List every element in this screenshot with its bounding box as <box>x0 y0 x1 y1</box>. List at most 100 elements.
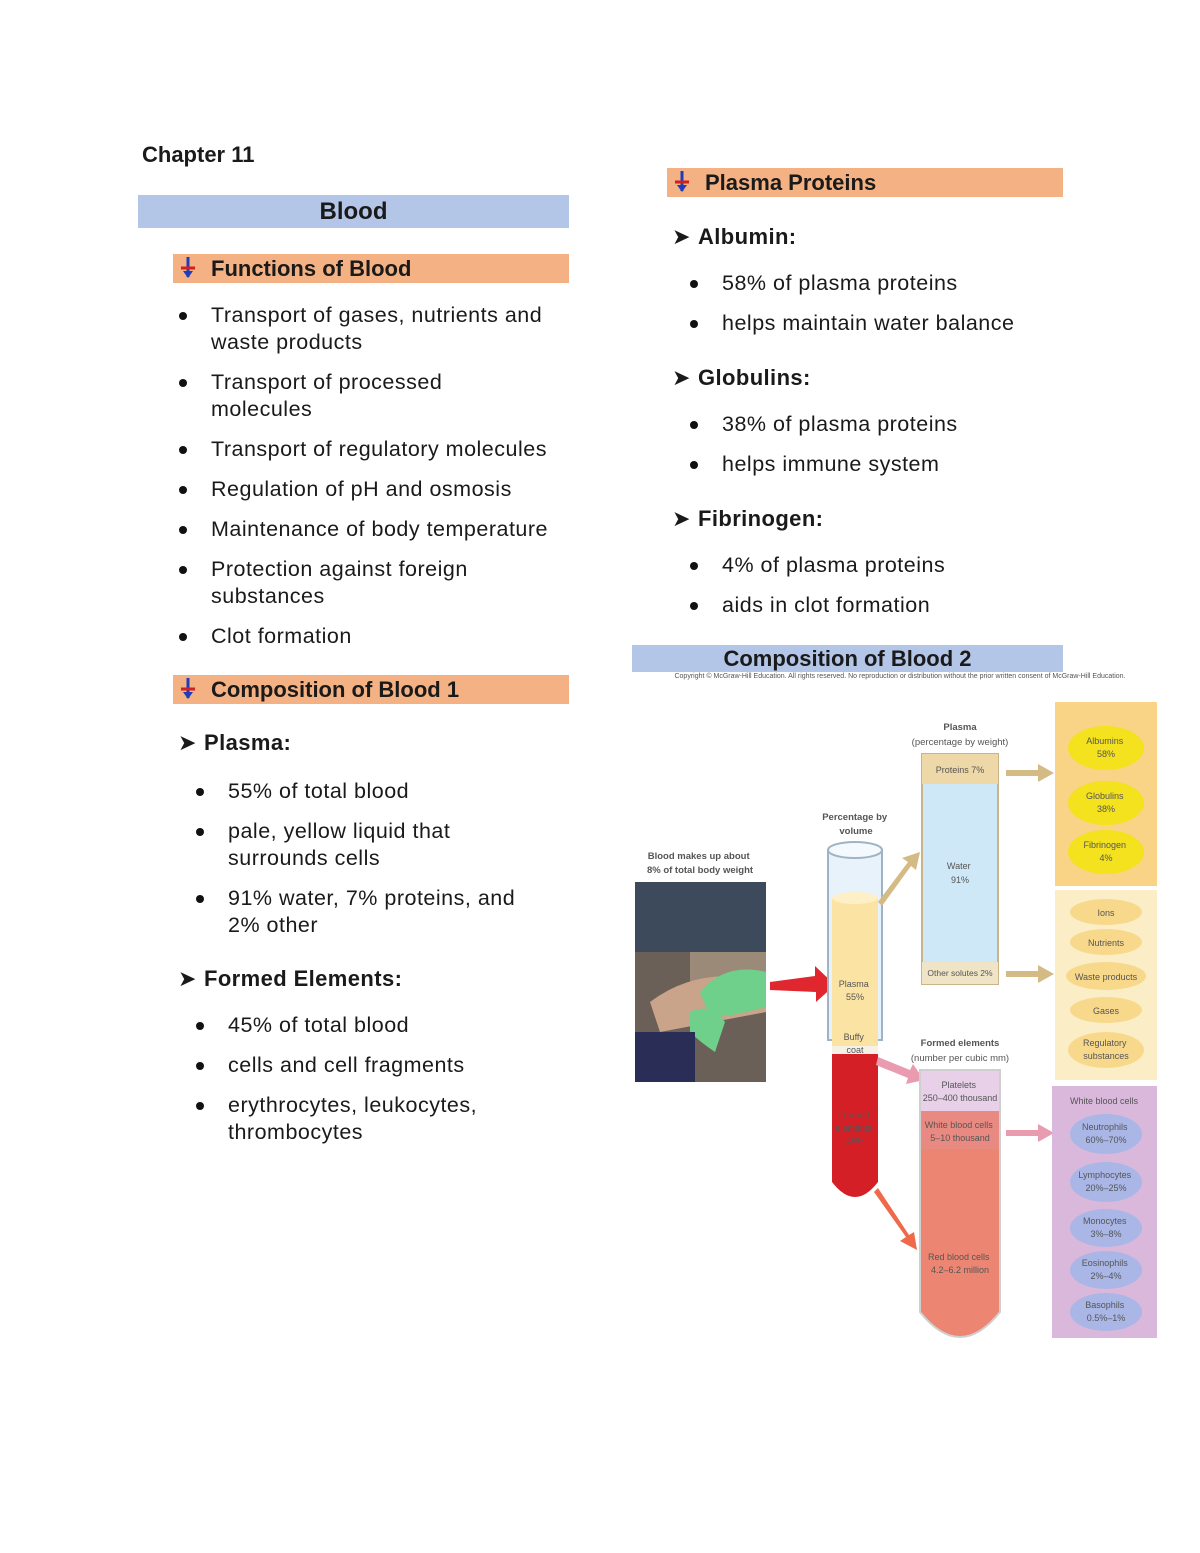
svg-text:Buffy coat: Buffy coat <box>844 1032 867 1055</box>
arrow-to-proteins <box>1006 764 1054 782</box>
chapter-title: Chapter 11 <box>142 142 255 167</box>
svg-text:Blood makes up about 8% of: Blood makes up about 8% of total body we… <box>647 851 754 876</box>
list-item: Clot formation <box>179 623 571 650</box>
list-item: 38% of plasma proteins <box>690 411 1052 438</box>
proteins-box <box>1055 702 1157 886</box>
list-item: pale, yellow liquid that surrounds cells <box>196 818 478 872</box>
solutes-box <box>1055 890 1157 1080</box>
arrow-tube-to-plasma <box>878 852 920 906</box>
blood-composition-figure: Copyright © McGraw-Hill Education. All r… <box>635 672 1157 1338</box>
plasma-water-label: Water <box>947 861 971 871</box>
composition1-heading: Composition of Blood 1 <box>173 675 569 704</box>
arrow-bullet-icon: ➤ <box>672 506 691 531</box>
fibrinogen-list: 4% of plasma proteins aids in clot forma… <box>690 552 1052 619</box>
tube-formed-label: Formed <box>838 1110 869 1120</box>
svg-text:Neutrophils 60%–70%: Neutrophils 60%–70% <box>1082 1122 1130 1145</box>
svg-text:Basophils 0.5%–1%: Basophils 0.5%–1% <box>1085 1300 1127 1323</box>
eosinophils-pct: 2%–4% <box>1090 1271 1121 1281</box>
list-item: 58% of plasma proteins <box>690 270 1052 297</box>
rbc-label: Red blood cells <box>928 1252 990 1262</box>
arrow-bullet-icon: ➤ <box>672 365 691 390</box>
svg-text:Regulatory substances: Regulatory substances <box>1083 1038 1129 1061</box>
arrow-bullet-icon: ➤ <box>178 966 197 991</box>
eosinophils-label: Eosinophils <box>1082 1258 1129 1268</box>
globulins-subheading: ➤ Globulins: <box>672 365 811 391</box>
wbc-box-title: White blood cells <box>1070 1096 1139 1106</box>
arrow-photo-to-tube <box>770 966 835 1002</box>
svg-text:Lymphocytes 20%–25%: Lymphocytes 20%–25% <box>1078 1170 1133 1193</box>
svg-text:Globulins 38%: Globulins 38% <box>1086 791 1126 814</box>
list-item: Maintenance of body temperature <box>179 516 571 543</box>
list-item: helps immune system <box>690 451 1052 478</box>
tube-buffy-label: Buffy <box>844 1032 865 1042</box>
formed-column <box>919 1069 1001 1338</box>
functions-list: Transport of gases, nutrients and waste … <box>179 302 571 650</box>
svg-text:White blood cells 5–10 tho: White blood cells 5–10 thousand <box>925 1120 996 1143</box>
ions-label: Ions <box>1097 908 1115 918</box>
globulins-list: 38% of plasma proteins helps immune syst… <box>690 411 1052 478</box>
list-item: 45% of total blood <box>196 1012 528 1039</box>
list-item: 4% of plasma proteins <box>690 552 1052 579</box>
list-item: Protection against foreign substances <box>179 556 501 610</box>
blood-draw-photo <box>635 882 766 1082</box>
monocytes-pct: 3%–8% <box>1090 1229 1121 1239</box>
list-item: Transport of gases, nutrients and waste … <box>179 302 571 356</box>
globulins-box-label: Globulins <box>1086 791 1124 801</box>
plasma-water-pct: 91% <box>951 875 969 885</box>
functions-heading: Functions of Blood <box>173 254 569 283</box>
arrow-tube-to-formed <box>876 1057 924 1084</box>
plasma-proteins-heading: Plasma Proteins <box>667 168 1063 197</box>
wbc-count: 5–10 thousand <box>930 1133 990 1143</box>
test-tube <box>827 841 883 1197</box>
albumin-label: Albumin: <box>698 224 797 249</box>
plasma-proteins-heading-label: Plasma Proteins <box>705 170 877 195</box>
lymphocytes-pct: 20%–25% <box>1085 1183 1126 1193</box>
fibrinogen-box-label: Fibrinogen <box>1083 840 1126 850</box>
wbc-box <box>1052 1086 1157 1338</box>
svg-text:Platelets 250–400 thousand: Platelets 250–400 thousand <box>923 1080 998 1103</box>
plasma-label: Plasma: <box>204 730 292 755</box>
basophils-label: Basophils <box>1085 1300 1125 1310</box>
neutrophils-pct: 60%–70% <box>1085 1135 1126 1145</box>
albumin-subheading: ➤Albumin: <box>672 224 797 250</box>
albumin-list: 58% of plasma proteins helps maintain wa… <box>690 270 1052 337</box>
list-item: helps maintain water balance <box>690 310 1052 337</box>
formed-col-subtitle: (number per cubic mm) <box>911 1053 1009 1064</box>
formed-subheading: ➤Formed Elements: <box>178 966 402 992</box>
plasma-other-label: Other solutes 2% <box>927 968 993 978</box>
svg-text:Percentage by volume: Percentage by volume <box>822 812 890 837</box>
list-item: Transport of processed molecules <box>179 369 461 423</box>
list-item: 91% water, 7% proteins, and 2% other <box>196 885 538 939</box>
fibrinogen-box-pct: 4% <box>1099 853 1112 863</box>
rbc-count: 4.2–6.2 million <box>931 1265 989 1275</box>
fibrinogen-subheading: ➤ Fibrinogen: <box>672 506 823 532</box>
fibrinogen-label: Fibrinogen: <box>698 506 824 531</box>
arrow-to-wbc <box>1006 1124 1054 1142</box>
platelets-label: Platelets <box>941 1080 976 1090</box>
blood-weight-line2: 8% of total body weight <box>647 865 754 876</box>
arrow-to-solutes <box>1006 965 1054 983</box>
blood-weight-line1: Blood makes up about <box>648 851 751 862</box>
platelets-count: 250–400 thousand <box>923 1093 998 1103</box>
plasma-col-subtitle: (percentage by weight) <box>912 737 1009 748</box>
basophils-pct: 0.5%–1% <box>1087 1313 1126 1323</box>
nutrients-label: Nutrients <box>1088 938 1125 948</box>
plasma-column <box>921 753 999 985</box>
plasma-col-title: Plasma <box>943 722 977 733</box>
albumins-label: Albumins <box>1086 736 1124 746</box>
arrow-bullet-icon: ➤ <box>178 730 197 755</box>
gases-label: Gases <box>1093 1006 1120 1016</box>
blood-banner: Blood <box>138 195 569 228</box>
svg-text:Eosinophils 2%–4%: Eosinophils 2%–4% <box>1082 1258 1131 1281</box>
list-item: cells and cell fragments <box>196 1052 528 1079</box>
svg-text:Red blood cells 4.2–6.2 mi: Red blood cells 4.2–6.2 million <box>928 1252 992 1275</box>
list-item: erythrocytes, leukocytes, thrombocytes <box>196 1092 498 1146</box>
functions-heading-label: Functions of Blood <box>211 256 412 281</box>
plasma-list: 55% of total blood pale, yellow liquid t… <box>196 778 558 939</box>
monocytes-label: Monocytes <box>1083 1216 1127 1226</box>
formed-list: 45% of total blood cells and cell fragme… <box>196 1012 528 1146</box>
globulins-label: Globulins: <box>698 365 811 390</box>
tube-formed-label2: elements <box>835 1123 872 1133</box>
list-item: Transport of regulatory molecules <box>179 436 571 463</box>
svg-text:Formed elements 45%: Formed elements 45% <box>835 1110 874 1146</box>
